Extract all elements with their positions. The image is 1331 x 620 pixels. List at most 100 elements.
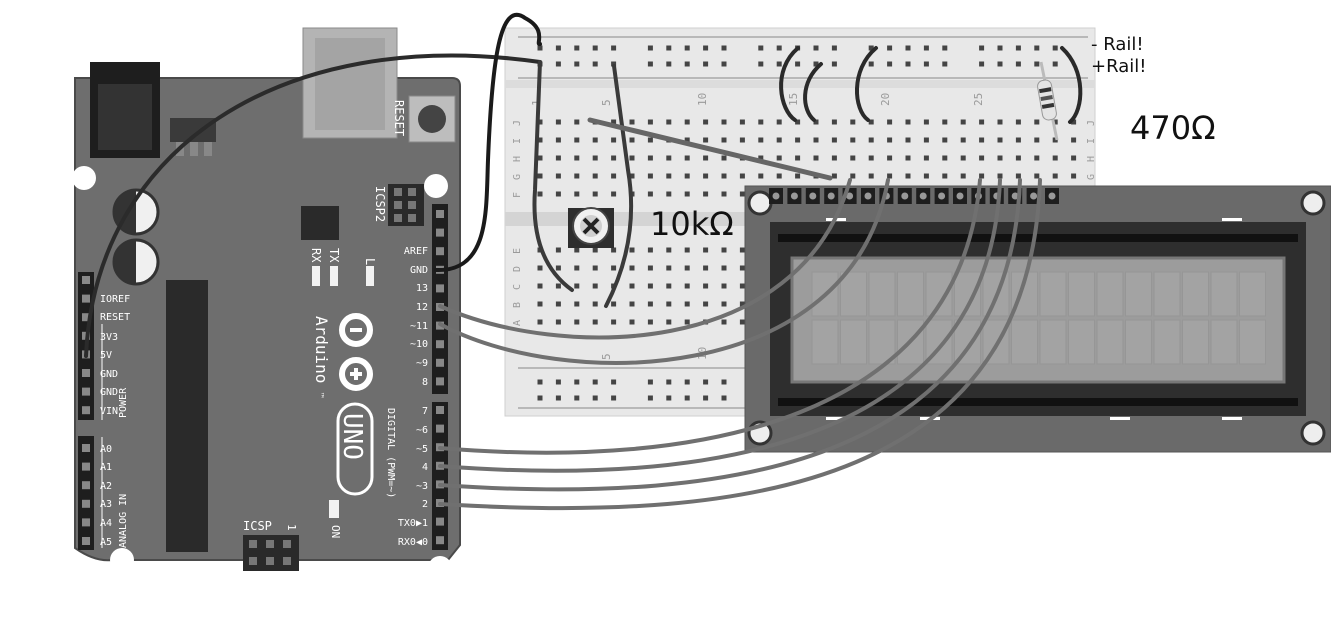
lcd-cell — [1210, 271, 1238, 317]
breadboard-hole — [611, 61, 617, 67]
breadboard-hole — [555, 301, 561, 307]
breadboard-hole — [629, 119, 635, 125]
breadboard-hole — [703, 155, 709, 161]
breadboard-hole — [831, 155, 837, 161]
jumper-rail-1 — [779, 46, 800, 122]
breadboard-hole — [1052, 45, 1058, 51]
row-letter-h-right: H — [1086, 156, 1097, 162]
breadboard-hole — [666, 191, 672, 197]
breadboard-hole — [831, 137, 837, 143]
wires — [84, 12, 1083, 511]
uno-badge — [336, 402, 374, 496]
col-number-15: 15 — [787, 93, 800, 106]
breadboard-hole — [574, 319, 580, 325]
header-pin — [436, 210, 444, 218]
breadboard-hole — [795, 137, 801, 143]
breadboard-hole — [684, 191, 690, 197]
microcontroller-chip — [166, 280, 208, 552]
breadboard-hole — [868, 61, 874, 67]
breadboard-hole — [868, 137, 874, 143]
breadboard-hole — [1071, 137, 1077, 143]
lcd-cell — [1239, 271, 1266, 317]
potentiometer — [568, 207, 614, 248]
breadboard-hole — [721, 137, 727, 143]
breadboard-hole — [868, 119, 874, 125]
breadboard-hole — [887, 173, 893, 179]
lcd-pin-hole — [1048, 192, 1056, 200]
lcd-pin-hole — [1011, 192, 1019, 200]
breadboard-hole — [758, 61, 764, 67]
header-pin — [436, 358, 444, 367]
lcd-pin-hole — [827, 192, 835, 200]
row-letter-j-right: J — [1086, 120, 1097, 126]
breadboard-hole — [721, 319, 727, 325]
breadboard-hole — [1034, 119, 1040, 125]
col-number-5: 5 — [600, 99, 613, 106]
pin-label-5: ~5 — [416, 444, 428, 455]
lcd-cell — [1068, 271, 1095, 317]
pin-label-5v: 5V — [100, 350, 112, 361]
breadboard-hole — [684, 379, 690, 385]
breadboard-hole — [721, 45, 727, 51]
breadboard-hole — [831, 61, 837, 67]
small-chip — [301, 206, 339, 240]
breadboard-hole — [850, 155, 856, 161]
breadboard-hole — [813, 155, 819, 161]
breadboard-hole — [555, 61, 561, 67]
lcd-pin-hole — [772, 192, 780, 200]
breadboard-hole — [574, 265, 580, 271]
mounting-hole — [72, 166, 96, 190]
row-letter-a: A — [512, 320, 523, 326]
breadboard-hole — [703, 265, 709, 271]
breadboard-hole — [611, 155, 617, 161]
pin-label-11: ~11 — [410, 321, 428, 332]
resistor-value-label: 470Ω — [1130, 109, 1216, 147]
breadboard-hole — [647, 119, 653, 125]
breadboard-hole — [574, 283, 580, 289]
header-pin — [436, 406, 444, 414]
lcd-cell — [1153, 271, 1181, 317]
breadboard-hole — [923, 155, 929, 161]
breadboard-hole — [721, 247, 727, 253]
breadboard-hole — [537, 319, 543, 325]
breadboard-hole — [666, 265, 672, 271]
breadboard-hole — [923, 61, 929, 67]
lcd-cell — [1210, 319, 1238, 365]
header-pin — [82, 518, 90, 527]
breadboard-hole — [684, 283, 690, 289]
breadboard-hole — [887, 61, 893, 67]
breadboard-hole — [923, 137, 929, 143]
breadboard-hole — [537, 379, 543, 385]
row-letter-e: E — [512, 248, 523, 254]
header-pin — [82, 462, 90, 471]
breadboard-hole — [942, 137, 948, 143]
breadboard-hole — [592, 61, 598, 67]
analog-header-label: ANALOG IN — [118, 494, 129, 548]
lcd-cell — [1011, 319, 1038, 365]
breadboard-hole — [611, 45, 617, 51]
breadboard-hole — [666, 283, 672, 289]
brand-label: Arduino — [312, 316, 331, 383]
breadboard-hole — [813, 119, 819, 125]
power-header-label: POWER — [118, 387, 129, 418]
lcd-mounting-hole — [747, 190, 773, 216]
lcd-character-cells — [811, 271, 1266, 365]
header-pin — [82, 294, 90, 303]
header-pin — [436, 424, 444, 433]
breadboard-hole — [592, 379, 598, 385]
lcd-pin-hole — [809, 192, 817, 200]
breadboard-hole — [574, 395, 580, 401]
breadboard-hole — [997, 119, 1003, 125]
row-letter-i-right: I — [1086, 138, 1097, 144]
row-letter-j: J — [512, 120, 523, 126]
breadboard-hole — [739, 137, 745, 143]
wire-pin5-to-lcd — [438, 178, 982, 455]
lcd-cell — [897, 319, 924, 365]
lcd-cell — [897, 271, 924, 317]
pin-label-13: 13 — [416, 283, 428, 294]
breadboard-hole — [1034, 173, 1040, 179]
row-letter-b: B — [512, 302, 523, 308]
breadboard-hole — [813, 45, 819, 51]
breadboard-hole — [979, 173, 985, 179]
breadboard-hole — [666, 379, 672, 385]
